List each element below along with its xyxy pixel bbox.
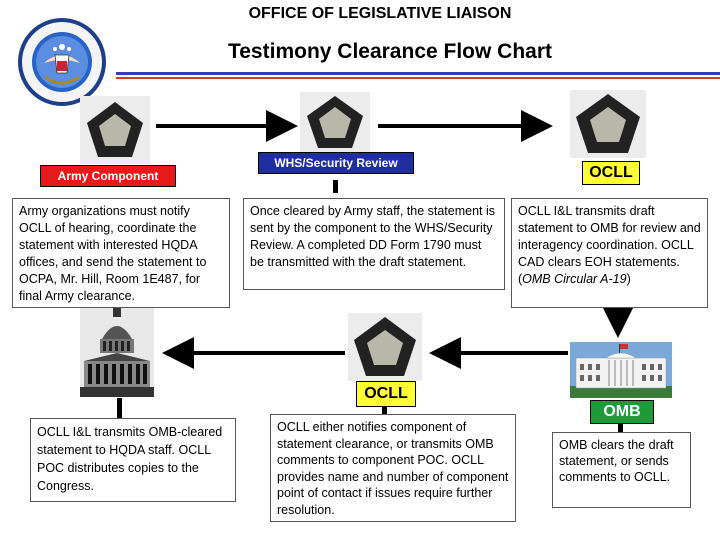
omb-label: OMB <box>590 400 654 424</box>
whs-description: Once cleared by Army staff, the statemen… <box>243 198 505 290</box>
omb-circular-reference: OMB Circular A-19 <box>522 272 627 286</box>
army-description: Army organizations must notify OCLL of h… <box>12 198 230 308</box>
divider-line <box>116 77 720 79</box>
divider-line <box>116 72 720 75</box>
whs-security-review-label: WHS/Security Review <box>258 152 414 174</box>
ocll-top-description-text: OCLL I&L transmits draft statement to OM… <box>518 204 701 286</box>
office-title: OFFICE OF LEGISLATIVE LIAISON <box>248 5 512 22</box>
dod-seal-icon <box>17 17 107 107</box>
ocll-top-description: OCLL I&L transmits draft statement to OM… <box>511 198 708 308</box>
ocll-top-label: OCLL <box>582 161 640 185</box>
ocll-top-description-end: ) <box>626 272 631 286</box>
ocll-bottom-description: OCLL either notifies component of statem… <box>270 414 516 522</box>
connector-bar <box>382 406 387 416</box>
page-title: Testimony Clearance Flow Chart <box>227 40 553 63</box>
pentagon-icon <box>348 313 422 381</box>
pentagon-icon <box>570 90 646 158</box>
white-house-icon <box>570 342 672 398</box>
connector-bar <box>117 398 122 418</box>
pentagon-icon <box>80 96 150 164</box>
ocll-bottom-label: OCLL <box>356 381 416 407</box>
army-component-label: Army Component <box>40 165 176 187</box>
pentagon-icon <box>300 92 370 152</box>
connector-bar <box>333 180 338 193</box>
connector-bar <box>618 423 623 433</box>
omb-description: OMB clears the draft statement, or sends… <box>552 432 691 508</box>
capitol-icon <box>80 305 154 397</box>
hqda-description: OCLL I&L transmits OMB-cleared statement… <box>30 418 236 502</box>
